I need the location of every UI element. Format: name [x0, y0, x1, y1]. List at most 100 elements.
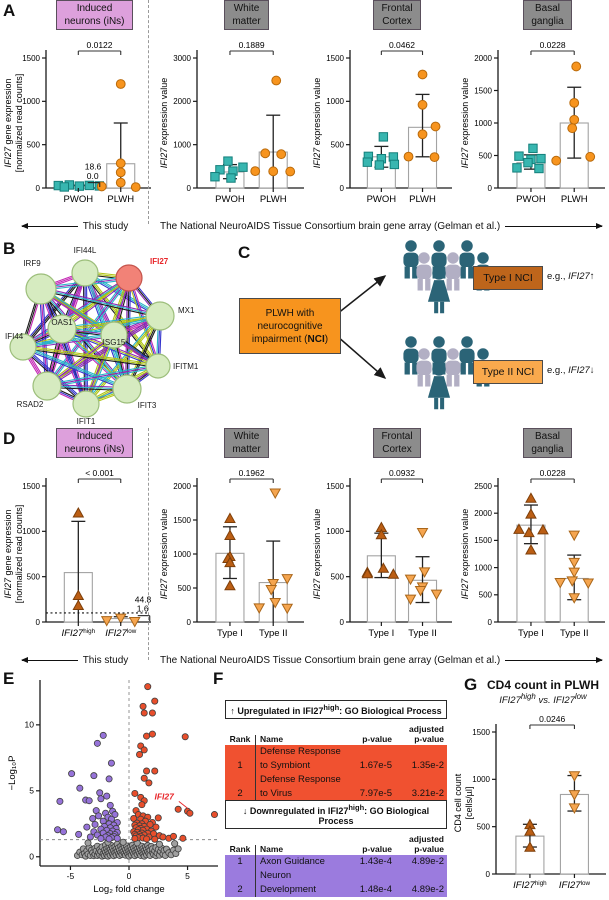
- svg-text:IFI27high: IFI27high: [62, 628, 96, 639]
- svg-text:0: 0: [340, 184, 345, 193]
- svg-text:1000: 1000: [173, 140, 191, 149]
- panel-a-left-caption: This study: [0, 221, 150, 232]
- svg-text:IFI27high: IFI27high: [513, 880, 547, 891]
- svg-text:1500: 1500: [472, 728, 490, 737]
- svg-text:0.0228: 0.0228: [540, 468, 566, 478]
- svg-text:Type I: Type I: [217, 628, 243, 639]
- svg-text:IFI27 expression value: IFI27 expression value: [460, 509, 470, 600]
- go-downregulated-table: ↓ Downregulated in IFI27high: GO Biologi…: [225, 800, 447, 898]
- svg-text:500: 500: [27, 140, 41, 149]
- svg-text:1000: 1000: [173, 550, 191, 559]
- svg-text:0.1962: 0.1962: [239, 468, 265, 478]
- svg-text:0.1889: 0.1889: [239, 40, 265, 50]
- down-arrow-icon: ↓: [242, 806, 248, 816]
- panel-a-right-caption: The National NeuroAIDS Tissue Consortium…: [150, 221, 609, 232]
- type2-note: e.g., IFI27↓: [547, 365, 595, 376]
- svg-text:1500: 1500: [22, 482, 40, 491]
- svg-text:2500: 2500: [474, 482, 492, 491]
- svg-text:500: 500: [477, 823, 491, 832]
- svg-text:1000: 1000: [472, 775, 490, 784]
- svg-text:500: 500: [178, 584, 192, 593]
- svg-text:10: 10: [25, 720, 35, 730]
- panel-d-letter: D: [3, 429, 16, 448]
- svg-text:OAS1: OAS1: [51, 318, 73, 327]
- svg-text:3000: 3000: [173, 54, 191, 63]
- svg-text:44.8: 44.8: [135, 595, 152, 605]
- svg-text:MX1: MX1: [178, 306, 195, 315]
- svg-text:IFITM1: IFITM1: [173, 362, 199, 371]
- svg-text:1000: 1000: [474, 119, 492, 128]
- svg-text:IFI27low: IFI27low: [559, 880, 591, 891]
- svg-text:−Log₁₀P: −Log₁₀P: [7, 756, 18, 791]
- svg-text:1000: 1000: [474, 563, 492, 572]
- svg-text:IFI44: IFI44: [5, 332, 24, 341]
- svg-text:0: 0: [29, 852, 34, 862]
- svg-text:Log₂ fold change: Log₂ fold change: [93, 884, 164, 895]
- go-table-title: ↓ Downregulated in IFI27high: GO Biologi…: [225, 800, 447, 829]
- svg-text:[normalized read counts]: [normalized read counts]: [14, 505, 24, 604]
- type2-nci-box: Type II NCI: [473, 360, 543, 384]
- gene-network: IFI44LIFI27IRF9MX1OAS1ISG15IFI44IFITM1RS…: [5, 246, 199, 426]
- svg-text:< 0.001: < 0.001: [85, 468, 114, 478]
- svg-text:0: 0: [486, 870, 491, 879]
- dashed-divider: [148, 0, 149, 224]
- svg-text:IFI27: IFI27: [150, 257, 169, 266]
- svg-text:0: 0: [187, 618, 192, 627]
- svg-text:0.0: 0.0: [87, 171, 99, 181]
- dashed-divider: [148, 428, 149, 660]
- svg-text:IFIT1: IFIT1: [77, 417, 96, 426]
- type1-nci-box: Type I NCI: [473, 266, 543, 290]
- svg-text:500: 500: [331, 572, 345, 581]
- svg-text:IFI44L: IFI44L: [74, 246, 97, 255]
- panel-e-letter: E: [3, 669, 15, 688]
- go-upregulated-table: ↑ Upregulated in IFI27high: GO Biologica…: [225, 700, 447, 802]
- panel-a-letter: A: [3, 1, 16, 20]
- crowd-icon: [403, 336, 491, 410]
- svg-text:0.0246: 0.0246: [539, 714, 565, 724]
- consortium-label: The National NeuroAIDS Tissue Consortium…: [160, 654, 501, 666]
- svg-text:0.0228: 0.0228: [540, 40, 566, 50]
- right-arrow-icon: [505, 656, 603, 663]
- svg-text:PWOH: PWOH: [367, 194, 397, 205]
- svg-text:Type II: Type II: [560, 628, 589, 639]
- svg-text:ISG15: ISG15: [103, 338, 126, 347]
- svg-text:IFI27: IFI27: [154, 791, 175, 801]
- svg-text:0: 0: [36, 184, 41, 193]
- svg-text:1000: 1000: [22, 97, 40, 106]
- svg-text:CD4 cell count: CD4 cell count: [453, 773, 463, 832]
- svg-text:IFI27low: IFI27low: [105, 628, 137, 639]
- plwh-nci-box: PLWH with neurocognitive impairment (NCI…: [239, 298, 341, 354]
- go-table-title: ↑ Upregulated in IFI27high: GO Biologica…: [225, 700, 447, 719]
- svg-text:0: 0: [187, 184, 192, 193]
- svg-text:PLWH: PLWH: [409, 194, 436, 205]
- svg-text:IFI27 expression value: IFI27 expression value: [159, 509, 169, 600]
- svg-text:0: 0: [127, 871, 132, 881]
- panel-a-captions: This study The National NeuroAIDS Tissue…: [0, 215, 609, 237]
- type1-note: e.g., IFI27↑: [547, 271, 595, 282]
- svg-text:1000: 1000: [326, 97, 344, 106]
- svg-text:0: 0: [488, 618, 493, 627]
- svg-text:PLWH: PLWH: [107, 194, 134, 205]
- svg-text:1.6: 1.6: [137, 604, 149, 614]
- panel-g-letter: G: [464, 675, 478, 694]
- type2-crowd: [393, 334, 497, 429]
- svg-text:1000: 1000: [22, 527, 40, 536]
